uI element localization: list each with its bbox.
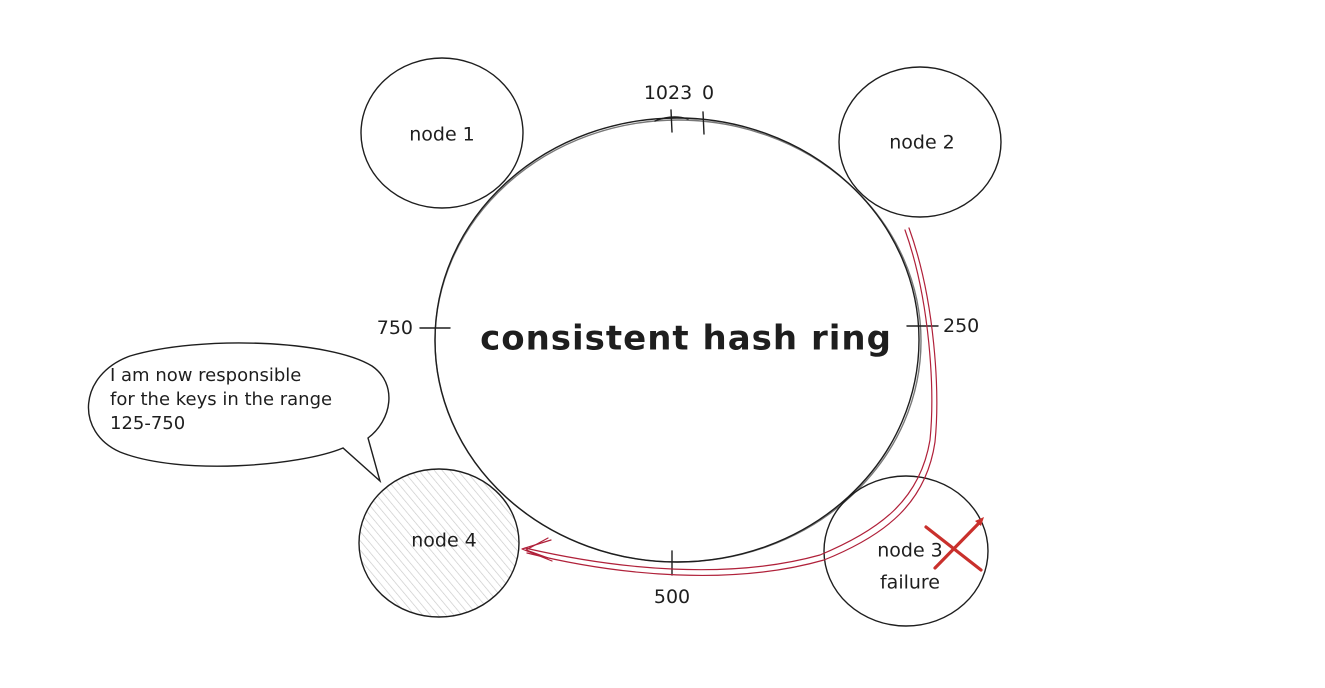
- handoff-arrow: [521, 227, 938, 576]
- ring-ticks: 1023 0 250 500 750: [377, 82, 980, 608]
- callout-bubble: I am now responsible for the keys in the…: [87, 342, 390, 484]
- tick-label-500: 500: [654, 586, 690, 608]
- hash-ring: consistent hash ring: [434, 117, 922, 563]
- tick-mark-1023: [670, 109, 673, 133]
- tick-label-1023: 1023: [644, 82, 692, 104]
- node-1-label: node 1: [409, 124, 475, 146]
- node-3-label: node 3: [877, 540, 943, 562]
- node-3: node 3 failure: [823, 475, 989, 627]
- failure-cross-icon: [924, 517, 984, 572]
- ring-title: consistent hash ring: [480, 319, 892, 359]
- node-4-label: node 4: [411, 530, 477, 552]
- node-4: node 4: [358, 468, 520, 618]
- node-2: node 2: [838, 66, 1002, 218]
- node-3-failure-label: failure: [880, 572, 940, 594]
- tick-label-250: 250: [943, 315, 979, 337]
- tick-label-750: 750: [377, 317, 413, 339]
- callout-line-2: for the keys in the range: [110, 389, 332, 410]
- tick-label-0: 0: [702, 82, 714, 104]
- callout-line-3: 125-750: [110, 413, 185, 434]
- callout-line-1: I am now responsible: [110, 365, 301, 386]
- node-1: node 1: [360, 57, 524, 209]
- tick-mark-0: [702, 111, 705, 135]
- node-2-label: node 2: [889, 132, 955, 154]
